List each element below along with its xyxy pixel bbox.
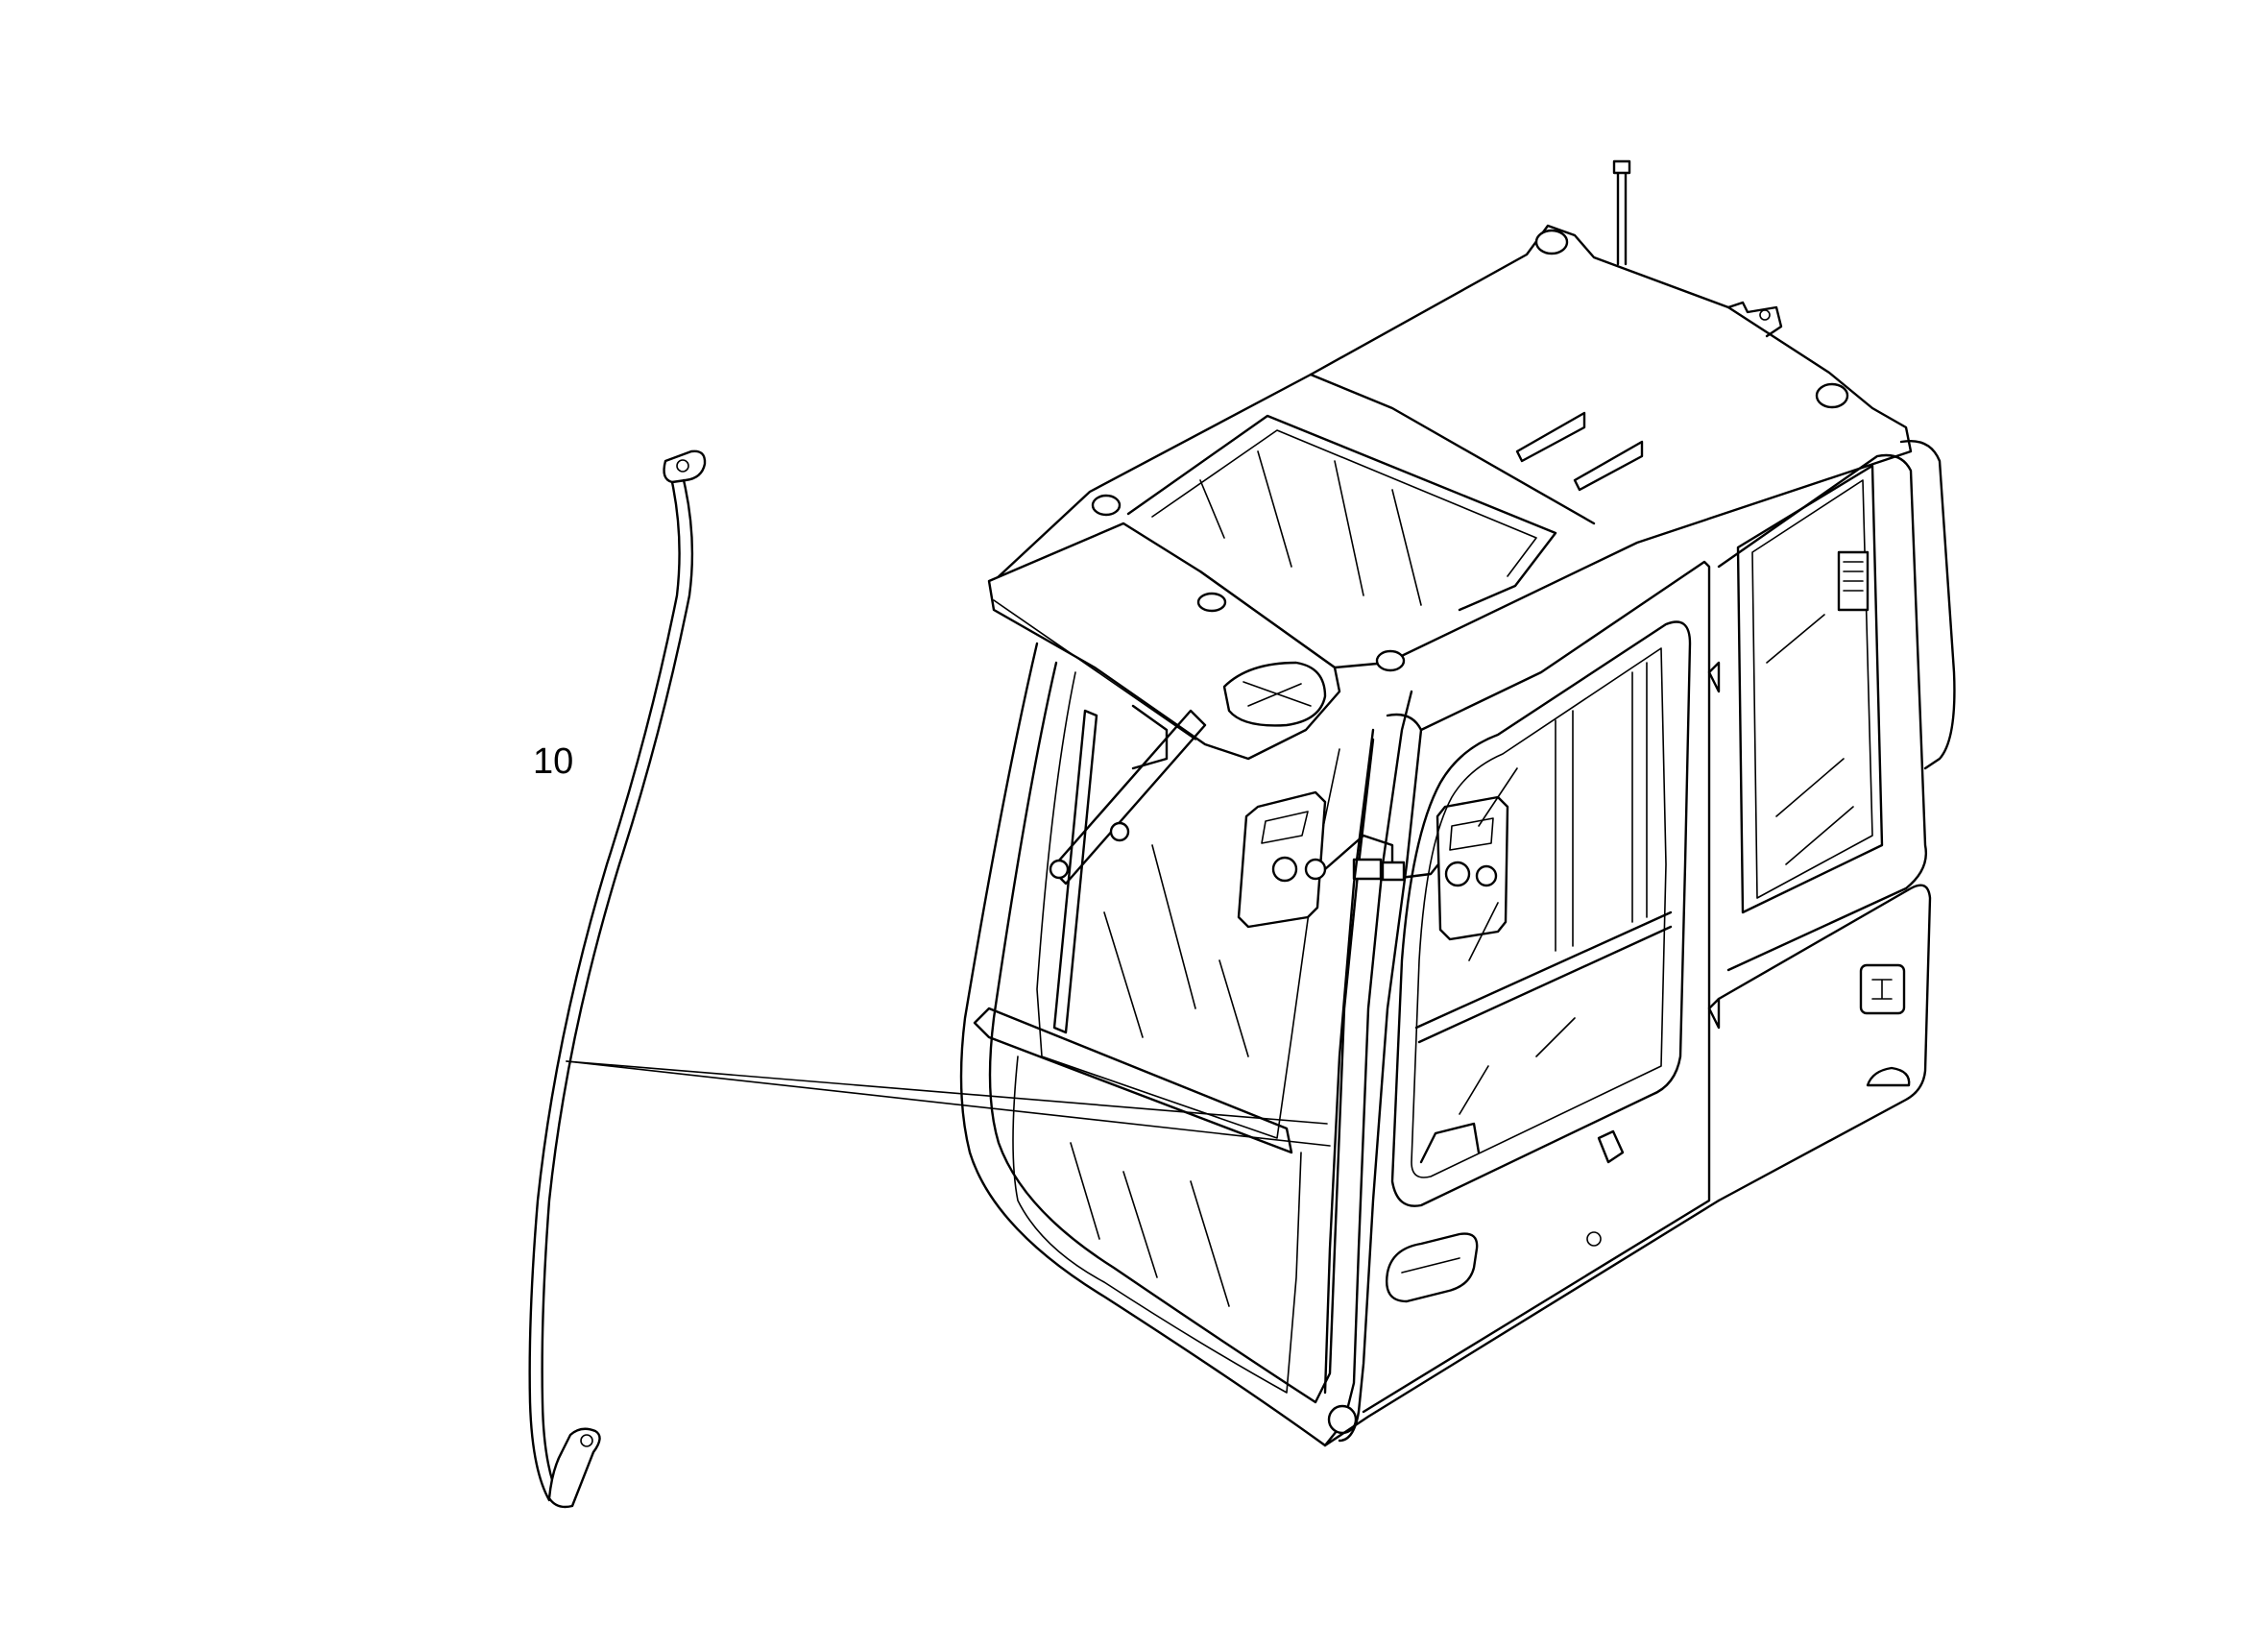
side-vent-symbol xyxy=(1871,979,1893,1000)
side-lower-panel xyxy=(1717,884,1932,1202)
part-number-label: 10 xyxy=(533,741,573,782)
seal-strip-part xyxy=(528,449,707,1509)
mirror-clamp xyxy=(1352,858,1383,881)
windshield-lower-glass xyxy=(1012,1056,1302,1394)
side-lower-light xyxy=(1866,1066,1911,1087)
front-right-pillar-outer xyxy=(1338,713,1423,1443)
cab-front-frame-inner xyxy=(988,661,1375,1404)
callout-10: 10 xyxy=(533,741,1331,1147)
cab-roof-outline xyxy=(992,224,1913,669)
seal-strip-top-hole xyxy=(676,459,689,473)
seal-strip-bottom-hole xyxy=(580,1434,593,1447)
wiper-pivot xyxy=(1049,859,1070,880)
door-window-frame xyxy=(1390,620,1692,1207)
seal-strip-outer-edge xyxy=(541,478,694,1500)
door-handle-grip xyxy=(1401,1257,1460,1274)
seal-strip-inner-edge xyxy=(528,480,681,1502)
side-window-frame xyxy=(1736,464,1884,914)
mirror-left-glass xyxy=(1261,811,1309,844)
seal-strip-top-tab xyxy=(663,449,707,484)
door-armrest xyxy=(1419,1122,1481,1164)
antenna-tip xyxy=(1612,159,1631,175)
rear-bracket-hole xyxy=(1759,309,1771,321)
antenna-rod xyxy=(1616,166,1628,266)
wiper-joint xyxy=(1109,821,1130,842)
front-right-pillar-inner xyxy=(1323,728,1375,1395)
mirror-right xyxy=(1436,795,1509,941)
wiper-motor-bracket xyxy=(1131,704,1169,770)
door-handle xyxy=(1386,1232,1479,1303)
door-latch xyxy=(1597,1129,1625,1164)
mirror-right-mount xyxy=(1444,861,1471,887)
roof-window-glass xyxy=(1151,429,1537,577)
lift-eye-rear xyxy=(1534,229,1569,255)
mirror-left-mount xyxy=(1271,856,1298,883)
roof-window-frame xyxy=(1126,414,1557,612)
door-lock xyxy=(1586,1231,1602,1247)
windshield-cross-bar xyxy=(973,1007,1293,1154)
rear-handle xyxy=(1899,440,1956,770)
cab-assembly xyxy=(959,159,1956,1447)
rear-bracket xyxy=(1726,301,1783,338)
side-window-glass xyxy=(1751,479,1873,899)
door-glass-reflections xyxy=(1459,767,1576,1115)
mirror-right-glass xyxy=(1449,817,1494,851)
door-outline xyxy=(1362,560,1711,1414)
windshield-reflections xyxy=(1070,844,1249,1307)
mirror-left-bolt xyxy=(1304,858,1327,881)
sun-visor xyxy=(987,522,1341,761)
lift-eye-front-left xyxy=(1091,494,1122,517)
lift-eye-right xyxy=(1815,382,1849,409)
wiper-arm xyxy=(1050,709,1207,886)
dome-light xyxy=(1222,661,1327,727)
cab-roof-divider xyxy=(1309,373,1596,525)
sun-visor-edge xyxy=(993,599,1196,740)
door-hinges xyxy=(1707,661,1721,1030)
leader-line-to-pillar xyxy=(566,1060,1328,1125)
mirror-clamp-2 xyxy=(1381,861,1406,882)
wiper-blade xyxy=(1052,709,1098,1034)
door-glass-bars xyxy=(1555,662,1648,952)
seal-strip-bottom-tab xyxy=(547,1427,601,1509)
side-interior-vents xyxy=(1843,561,1864,592)
side-window-reflections xyxy=(1766,614,1854,865)
cab-front-frame-outer xyxy=(959,642,1413,1447)
leader-line-to-frame xyxy=(566,1060,1331,1147)
lift-eye-front-right xyxy=(1375,649,1406,672)
door-window-divider xyxy=(1414,910,1673,1044)
roof-glass-reflections xyxy=(1199,450,1422,606)
roof-rails xyxy=(1515,411,1644,492)
side-panel-outline xyxy=(1717,453,1927,972)
visor-latch xyxy=(1196,592,1227,613)
mirror-right-bolt xyxy=(1475,864,1498,887)
cab-base-edge xyxy=(1323,1199,1721,1447)
door-window-glass xyxy=(1411,647,1667,1178)
dome-light-lens xyxy=(1243,681,1312,707)
windshield-upper-glass xyxy=(1036,671,1340,1139)
